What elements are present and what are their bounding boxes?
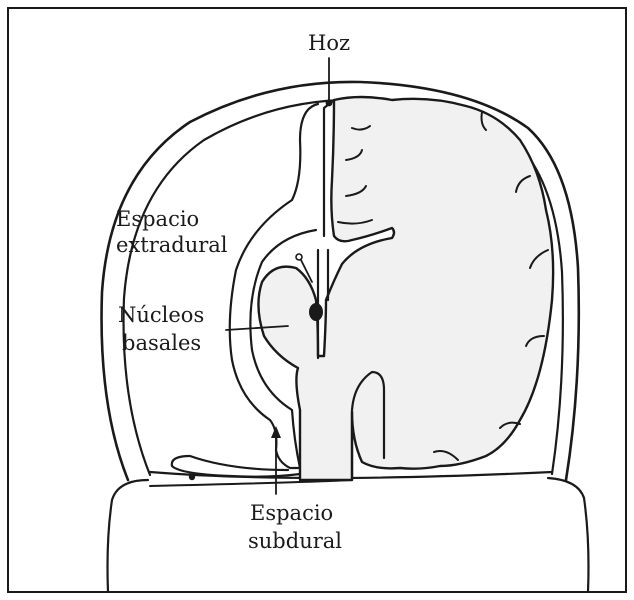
label-extradural-line2: extradural xyxy=(116,233,228,257)
falx-marker xyxy=(326,100,333,107)
label-subdural-line1: Espacio xyxy=(250,501,333,525)
small-marker xyxy=(296,254,302,260)
label-extradural-line1: Espacio xyxy=(116,207,199,231)
label-nucleos-line2: basales xyxy=(122,331,201,355)
basal-nucleus-dark xyxy=(309,303,323,321)
label-subdural-line2: subdural xyxy=(248,529,342,553)
label-hoz: Hoz xyxy=(308,31,350,55)
label-nucleos-line1: Núcleos xyxy=(118,303,204,327)
floor-marker xyxy=(189,474,195,480)
